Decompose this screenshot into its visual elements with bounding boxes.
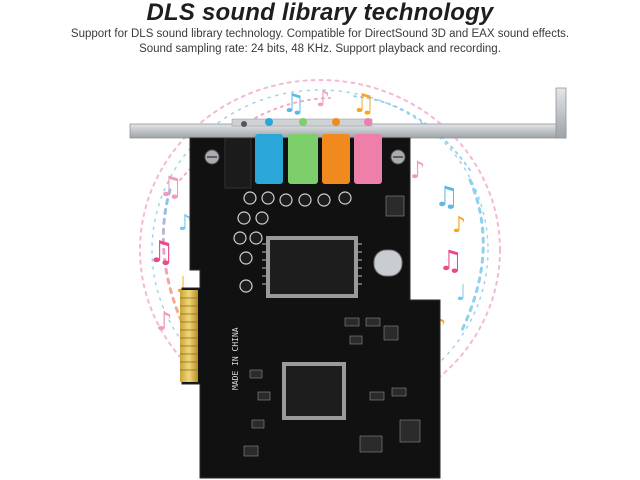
crystal-oscillator (373, 249, 403, 277)
line-in-jack (255, 134, 283, 184)
music-note-icon: ♫ (148, 235, 175, 270)
silkscreen-made-in-label: MADE IN CHINA (231, 327, 240, 390)
smd-components (243, 195, 421, 457)
center-sub-jack (322, 134, 350, 184)
music-note-icon: ♫ (438, 244, 463, 277)
headline: DLS sound library technology (146, 0, 494, 26)
description: Support for DLS sound library technology… (0, 27, 640, 57)
description-line-2: Sound sampling rate: 24 bits, 48 KHz. Su… (139, 43, 501, 55)
secondary-chip (282, 362, 346, 420)
front-out-jack (288, 134, 318, 184)
audio-processor-chip (262, 236, 362, 298)
music-note-icon: ♫ (352, 89, 375, 119)
gold-connector (180, 290, 198, 382)
music-note-icon: ♫ (158, 170, 183, 203)
music-note-icon: ♩ (176, 273, 186, 298)
metal-bracket (129, 87, 567, 139)
music-note-icon: ♫ (282, 89, 305, 119)
mic-in-jack (354, 134, 382, 184)
music-note-icon: ♪ (410, 156, 425, 184)
music-note-icon: ♪ (316, 87, 330, 112)
description-line-1: Support for DLS sound library technology… (70, 28, 570, 40)
music-note-icon: ♩ (456, 281, 466, 306)
music-note-icon: ♪ (156, 307, 173, 337)
music-note-icon: ♪ (452, 213, 466, 238)
music-note-icon: ♫ (434, 180, 459, 213)
capacitors (233, 191, 352, 293)
music-note-icon: ♪ (178, 211, 192, 236)
audio-jacks (255, 118, 382, 184)
